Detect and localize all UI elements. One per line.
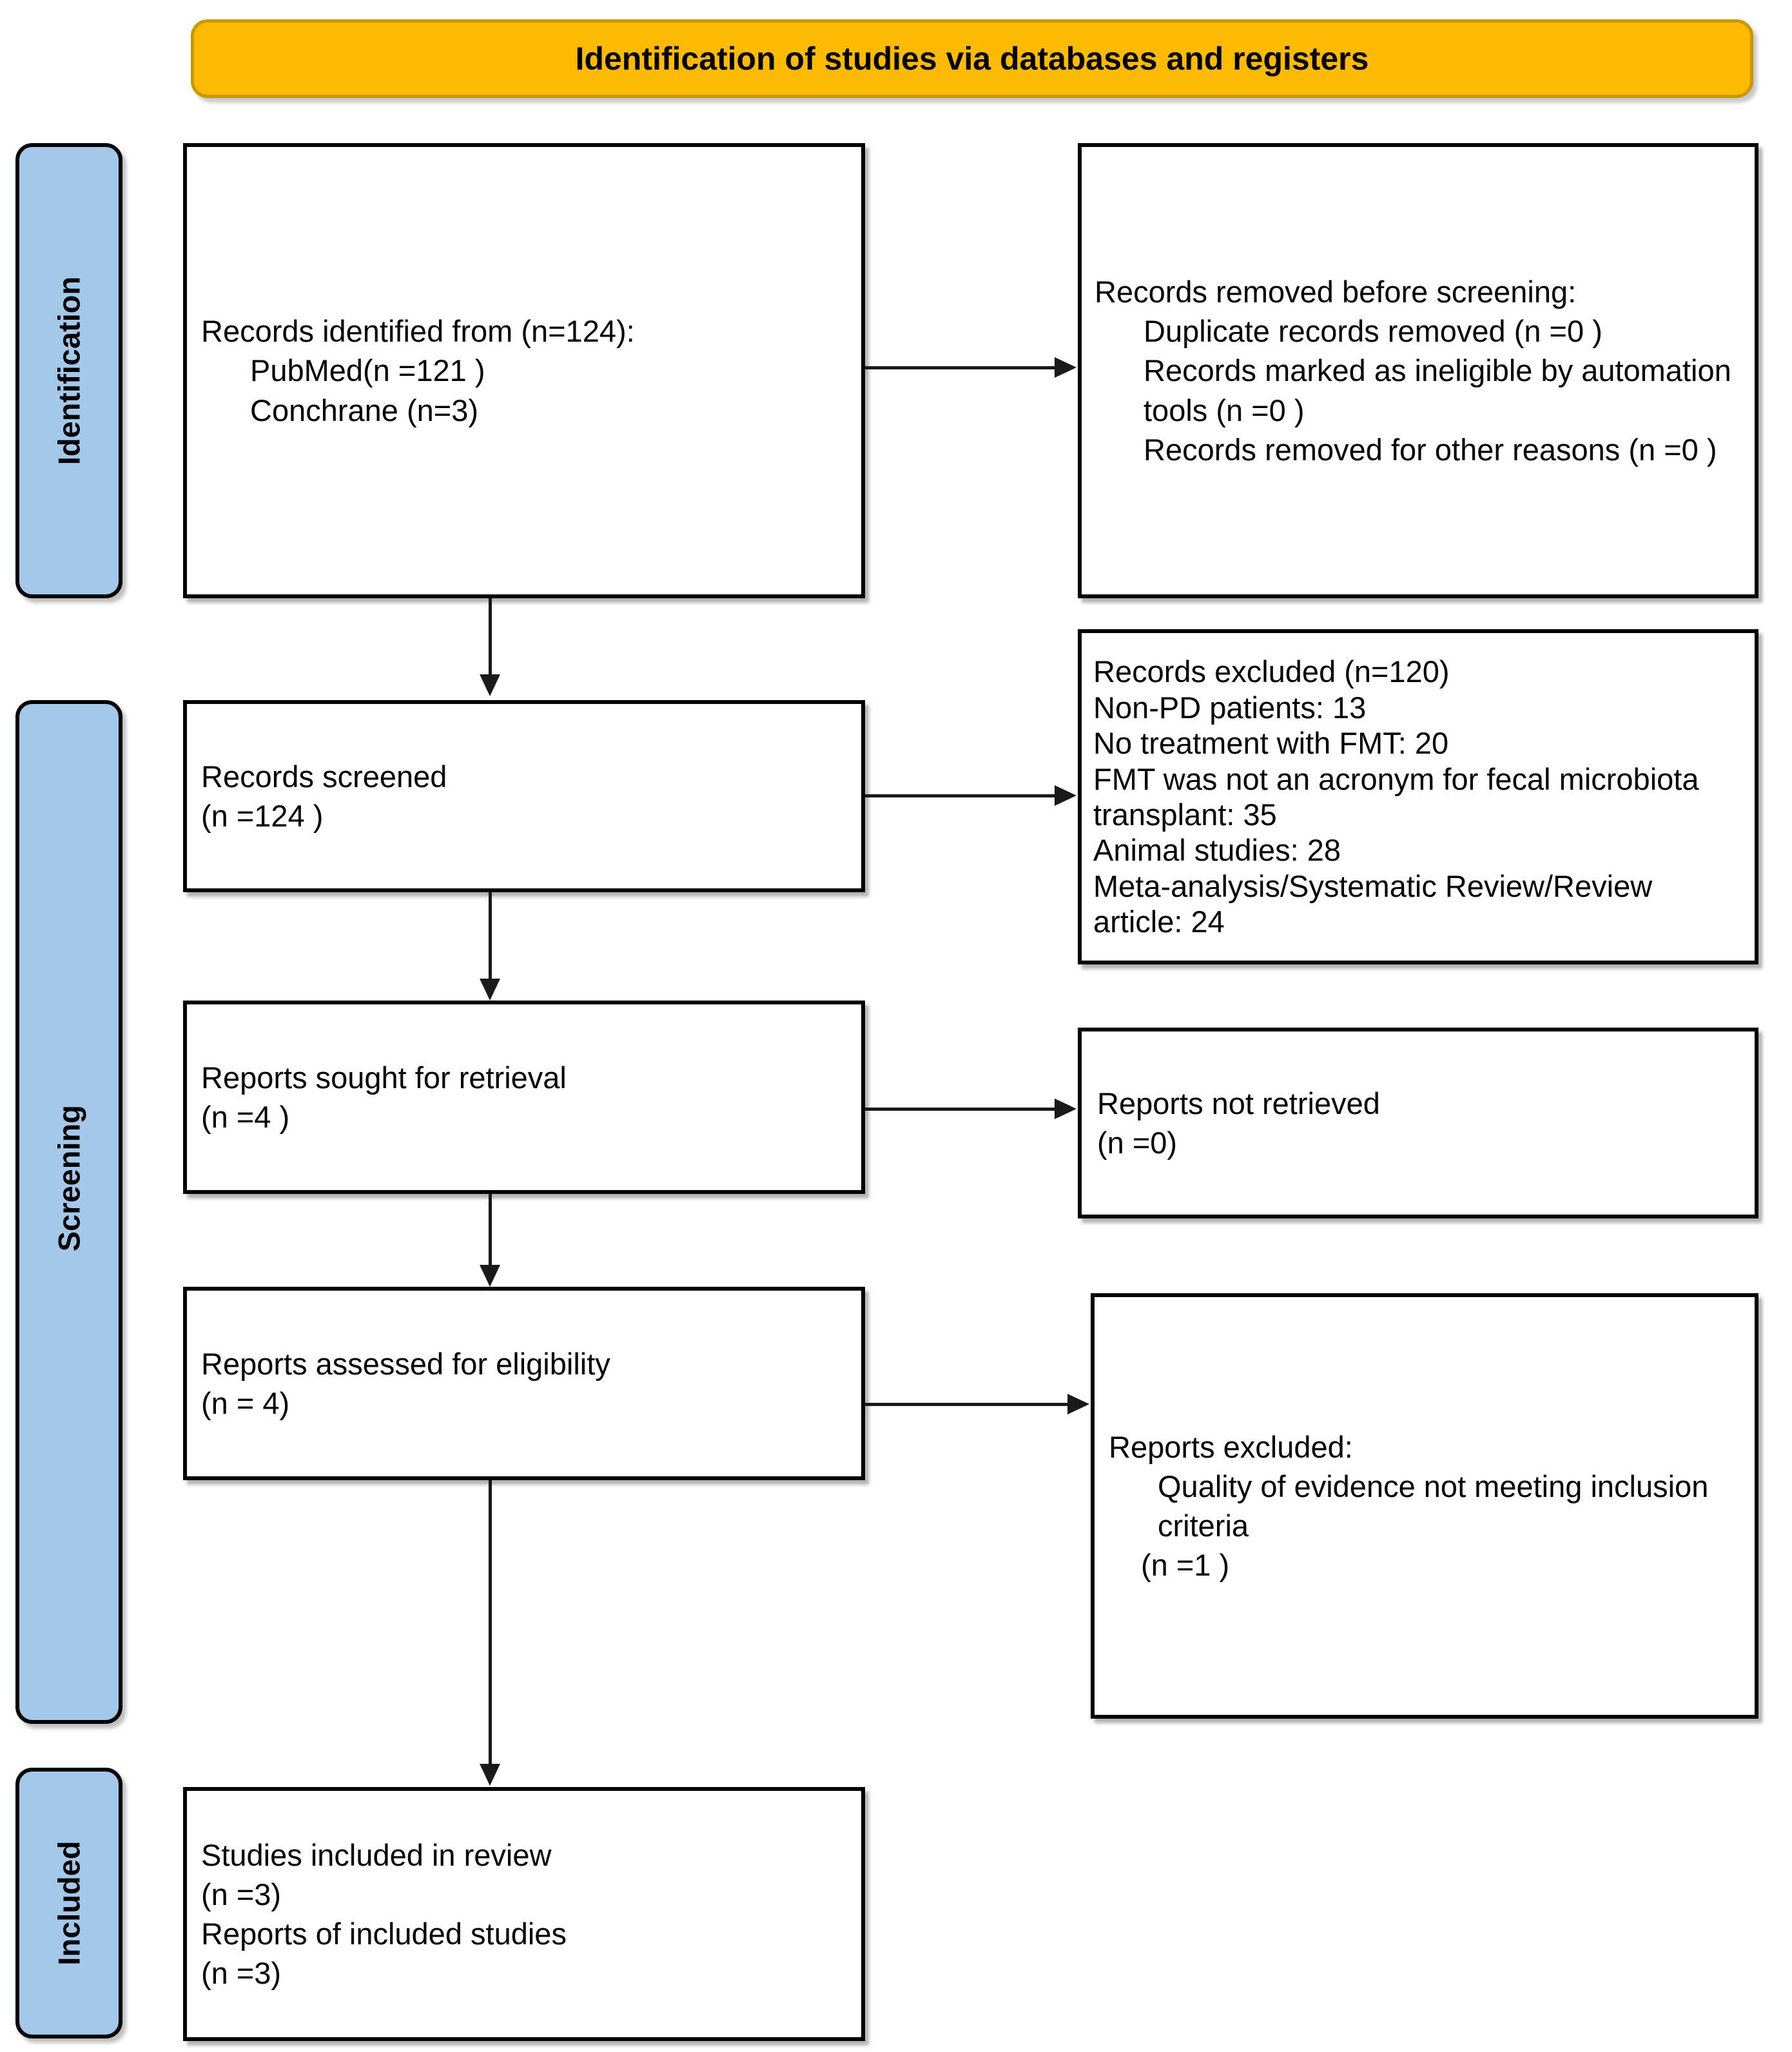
records-removed-heading-plain: Records removed: [1095, 275, 1342, 309]
records-removed-item-2: Records marked as ineligible by automati…: [1144, 353, 1731, 427]
box-studies-included-in-review: Studies included in review (n =3) Report…: [183, 1787, 865, 2041]
arrowhead-sought-to-not-retrieved: [1055, 1099, 1076, 1119]
arrowhead-screened-to-sought: [480, 979, 500, 1001]
studies-included-line-2: (n =3): [201, 1877, 282, 1911]
arrowhead-sought-to-assessed: [480, 1265, 500, 1287]
records-excluded-line-3: No treatment with FMT: 20: [1093, 726, 1449, 761]
reports-not-retrieved-line-2: (n =0): [1097, 1126, 1178, 1160]
records-identified-line-1: Records identified from (n=124):: [201, 314, 635, 349]
records-removed-item-3: Records removed for other reasons (n =0 …: [1144, 432, 1717, 467]
reports-sought-line-1: Reports sought for retrieval: [201, 1060, 567, 1095]
records-removed-heading-italic: before screening: [1342, 275, 1568, 309]
records-excluded-line-4: FMT was not an acronym for fecal microbi…: [1093, 761, 1699, 832]
reports-excluded-heading: Reports excluded:: [1109, 1429, 1353, 1464]
banner-identification-header: Identification of studies via databases …: [191, 19, 1753, 98]
phase-band-identification: Identification: [15, 143, 122, 598]
box-reports-not-retrieved: Reports not retrieved (n =0): [1078, 1028, 1758, 1218]
records-removed-item-1: Duplicate records removed (n =0 ): [1144, 314, 1602, 349]
connector-assessed-to-included: [489, 1480, 492, 1765]
box-records-excluded: Records excluded (n=120) Non-PD patients…: [1078, 629, 1758, 964]
connector-identified-to-removed: [865, 366, 1056, 369]
phase-band-included: Included: [15, 1768, 122, 2038]
records-screened-line-2: (n =124 ): [201, 799, 324, 833]
records-identified-line-2: PubMed(n =121 ): [250, 353, 485, 388]
records-identified-line-3: Conchrane (n=3): [250, 393, 479, 427]
arrowhead-identified-to-screened: [480, 674, 500, 696]
box-records-screened: Records screened (n =124 ): [183, 700, 865, 892]
records-removed-heading-colon: :: [1568, 275, 1577, 309]
connector-sought-to-assessed: [489, 1194, 492, 1266]
box-reports-excluded: Reports excluded: Quality of evidence no…: [1091, 1293, 1758, 1719]
reports-excluded-item-2: (n =1 ): [1141, 1548, 1230, 1583]
studies-included-line-3: Reports of included studies: [201, 1917, 567, 1951]
records-screened-line-1: Records screened: [201, 759, 447, 794]
box-records-removed-before-screening: Records removed before screening: Duplic…: [1078, 143, 1758, 598]
reports-excluded-item-1: Quality of evidence not meeting inclusio…: [1158, 1469, 1709, 1543]
phase-label-included: Included: [52, 1841, 86, 1966]
phase-label-identification: Identification: [52, 276, 86, 465]
records-removed-heading: Records removed before screening:: [1095, 272, 1742, 311]
reports-assessed-line-2: (n = 4): [201, 1386, 290, 1420]
connector-screened-to-sought: [489, 892, 492, 980]
arrowhead-identified-to-removed: [1055, 357, 1076, 378]
records-excluded-line-5: Animal studies: 28: [1093, 833, 1341, 868]
records-excluded-line-2: Non-PD patients: 13: [1093, 690, 1367, 725]
connector-screened-to-excluded: [865, 794, 1056, 797]
banner-title: Identification of studies via databases …: [575, 41, 1369, 77]
reports-assessed-line-1: Reports assessed for eligibility: [201, 1346, 610, 1381]
box-reports-sought-for-retrieval: Reports sought for retrieval (n =4 ): [183, 1001, 865, 1194]
phase-band-screening: Screening: [15, 700, 122, 1724]
arrowhead-assessed-to-reports-excluded: [1067, 1394, 1089, 1414]
connector-assessed-to-reports-excluded: [865, 1403, 1069, 1406]
records-excluded-line-1: Records excluded (n=120): [1093, 654, 1450, 689]
connector-identified-to-screened: [489, 598, 492, 676]
box-reports-assessed-for-eligibility: Reports assessed for eligibility (n = 4): [183, 1287, 865, 1480]
reports-sought-line-2: (n =4 ): [201, 1100, 290, 1134]
reports-not-retrieved-line-1: Reports not retrieved: [1097, 1086, 1380, 1120]
records-excluded-line-6: Meta-analysis/Systematic Review/Review a…: [1093, 868, 1653, 939]
phase-label-screening: Screening: [52, 1105, 86, 1252]
box-records-identified: Records identified from (n=124): PubMed(…: [183, 143, 865, 598]
studies-included-line-1: Studies included in review: [201, 1837, 552, 1872]
connector-sought-to-not-retrieved: [865, 1108, 1056, 1111]
arrowhead-assessed-to-included: [480, 1764, 500, 1786]
arrowhead-screened-to-excluded: [1055, 785, 1076, 806]
studies-included-line-4: (n =3): [201, 1956, 282, 1991]
